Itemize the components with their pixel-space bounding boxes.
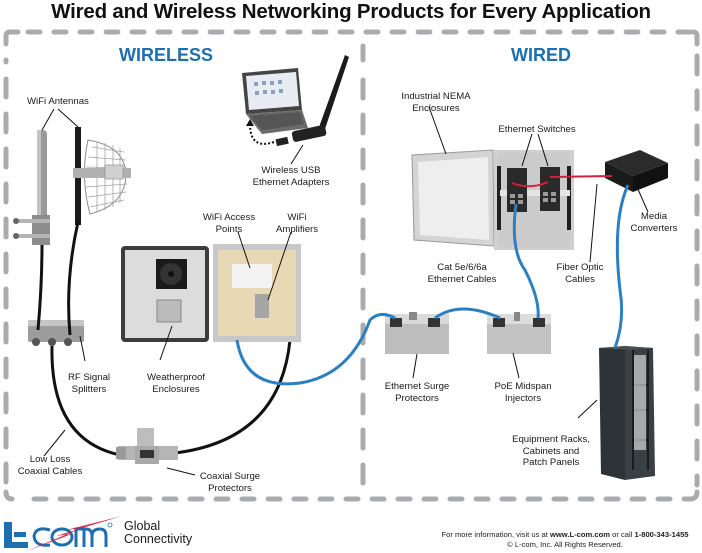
label-text: Industrial NEMA	[401, 91, 471, 102]
equipment-rack	[599, 346, 655, 480]
label-text: Coaxial Cables	[17, 465, 83, 477]
wired-heading: WIRED	[511, 45, 571, 65]
label-text: Points	[215, 223, 243, 235]
label-cat5-cables: Cat 5e/6/6a Ethernet Cables	[424, 262, 500, 285]
usb-adapter	[246, 55, 349, 147]
label-text: Protectors	[395, 392, 439, 404]
fiber-cables	[511, 175, 613, 188]
label-wireless-usb: Wireless USB Ethernet Adapters	[249, 165, 333, 188]
label-text: PoE Midspan	[494, 381, 552, 392]
leader-lines	[41, 106, 649, 476]
label-poe-injectors: PoE Midspan Injectors	[490, 381, 556, 404]
footer-text: For more information, visit us at	[441, 530, 550, 539]
label-text: Cat 5e/6/6a	[437, 262, 487, 273]
label-text: Ethernet Cables	[427, 273, 497, 285]
laptop	[242, 68, 308, 134]
label-text: Media	[640, 211, 668, 222]
omni-antenna	[13, 130, 50, 245]
label-text: Splitters	[71, 383, 107, 395]
footer-info: For more information, visit us at www.L-…	[430, 530, 700, 550]
dashed-border	[3, 29, 700, 502]
label-equipment-racks: Equipment Racks, Cabinets and Patch Pane…	[509, 434, 593, 469]
label-text: Ethernet Switches	[498, 124, 576, 135]
label-text: Cabinets and	[522, 445, 580, 457]
label-text: WiFi	[287, 212, 307, 223]
label-low-loss-coax: Low Loss Coaxial Cables	[14, 454, 86, 477]
weatherproof-enclosure	[121, 244, 301, 342]
label-text: Cables	[565, 273, 595, 285]
label-text: Ethernet Surge	[384, 381, 450, 392]
poe-injector	[487, 312, 551, 354]
label-text: Fiber Optic	[556, 262, 604, 273]
copyright-text: © L-com, Inc. All Rights Reserved.	[507, 540, 623, 549]
label-text: Enclosures	[412, 102, 460, 114]
label-fiber-optic: Fiber Optic Cables	[550, 262, 610, 285]
label-text: Equipment Racks,	[512, 434, 590, 445]
logo-mark	[4, 516, 122, 552]
tagline-line: Global	[124, 519, 161, 533]
footer-contact-line: For more information, visit us at www.L-…	[430, 530, 700, 540]
logo-tagline: Global Connectivity	[124, 520, 192, 546]
wireless-heading: WIRELESS	[119, 45, 214, 65]
label-nema-enclosures: Industrial NEMA Enclosures	[398, 91, 474, 114]
ethernet-surge-protector	[385, 312, 449, 354]
label-text: Amplifiers	[275, 223, 319, 235]
label-text: WiFi Antennas	[27, 96, 89, 107]
footer-text: or call	[610, 530, 635, 539]
label-text: Weatherproof	[147, 372, 205, 383]
label-wifi-amplifiers: WiFi Amplifiers	[270, 212, 324, 235]
label-text: Ethernet Adapters	[252, 176, 330, 188]
ethernet-cables	[235, 184, 630, 386]
label-text: Converters	[630, 222, 678, 234]
label-text: Protectors	[208, 482, 252, 494]
grid-antenna	[73, 127, 131, 225]
label-text: Injectors	[504, 392, 542, 404]
label-wifi-access-points: WiFi Access Points	[194, 212, 264, 235]
lcom-logo[interactable]	[2, 512, 222, 552]
label-text: WiFi Access	[202, 212, 256, 223]
label-text: Patch Panels	[522, 457, 580, 468]
label-wifi-antennas: WiFi Antennas	[27, 96, 89, 108]
label-weatherproof-enclosures: Weatherproof Enclosures	[138, 372, 214, 395]
nema-enclosure	[411, 149, 574, 250]
label-text: Low Loss	[29, 454, 71, 465]
label-text: Coaxial Surge	[199, 471, 261, 482]
page-title: Wired and Wireless Networking Products f…	[51, 0, 651, 23]
coax-surge-protector	[116, 428, 178, 464]
label-media-converters: Media Converters	[624, 211, 684, 234]
label-ethernet-switches: Ethernet Switches	[494, 124, 580, 136]
media-converter	[605, 150, 668, 192]
tagline-line: Connectivity	[124, 532, 193, 546]
coax-cables	[36, 221, 292, 457]
website-link[interactable]: www.L-com.com	[549, 530, 610, 539]
label-text: RF Signal	[67, 372, 111, 383]
phone-number[interactable]: 1-800-343-1455	[634, 530, 689, 539]
label-ethernet-surge: Ethernet Surge Protectors	[379, 381, 455, 404]
label-text: Wireless USB	[261, 165, 321, 176]
rf-splitter	[28, 320, 84, 346]
label-rf-splitters: RF Signal Splitters	[62, 372, 116, 395]
label-coax-surge: Coaxial Surge Protectors	[192, 471, 268, 494]
label-text: Enclosures	[152, 383, 200, 395]
